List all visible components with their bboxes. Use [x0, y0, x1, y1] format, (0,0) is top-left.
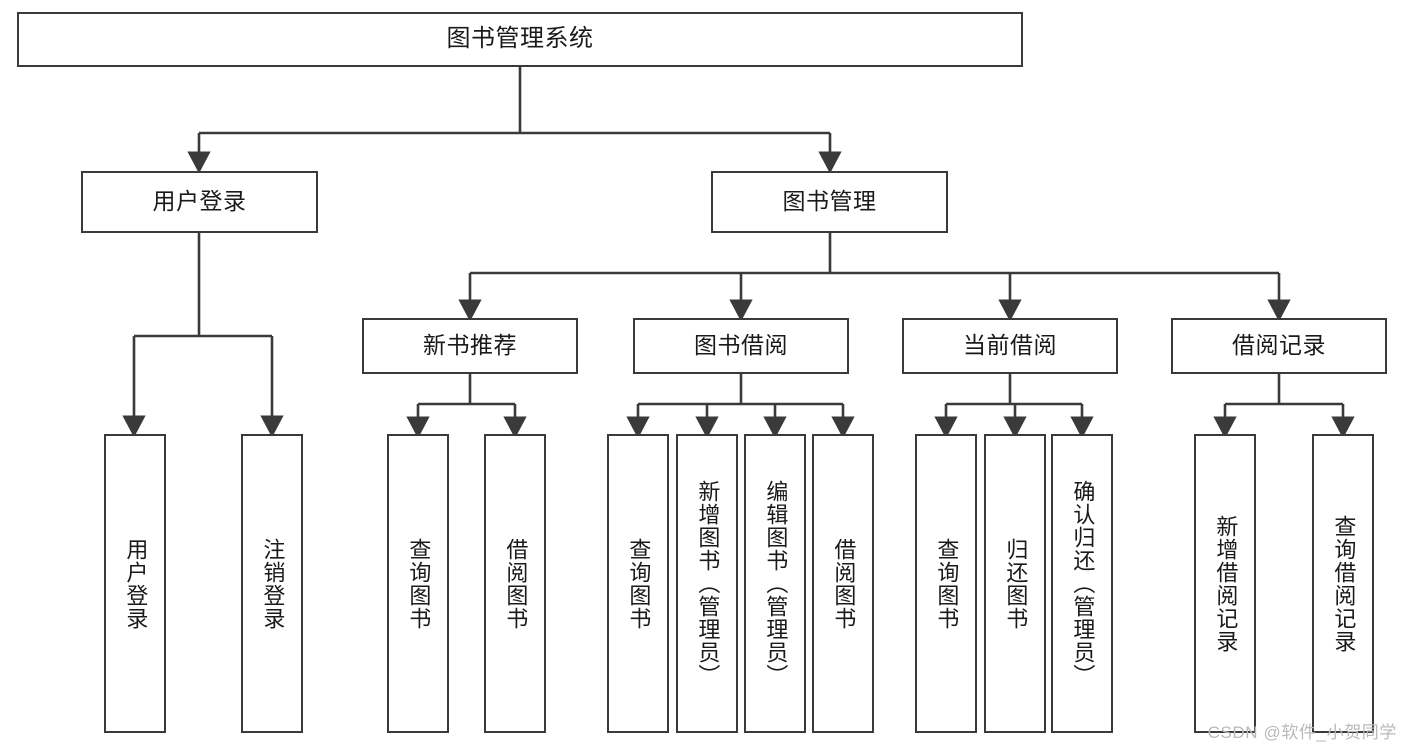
- node-leaf-borrow-book-1[interactable]: 借阅图书: [484, 434, 546, 733]
- node-label: 图书管理: [782, 188, 877, 215]
- node-label: 新增图书（管理员）: [695, 480, 721, 687]
- node-leaf-query-record[interactable]: 查询借阅记录: [1312, 434, 1374, 733]
- node-label: 查询图书: [406, 537, 432, 630]
- node-label: 新增借阅记录: [1213, 514, 1239, 653]
- node-label: 确认归还（管理员）: [1070, 480, 1096, 687]
- node-book-borrow[interactable]: 图书借阅: [633, 318, 849, 374]
- node-leaf-confirm-return[interactable]: 确认归还（管理员）: [1051, 434, 1113, 733]
- node-label: 借阅图书: [503, 537, 529, 630]
- node-label: 图书借阅: [694, 332, 788, 359]
- node-leaf-edit-book[interactable]: 编辑图书（管理员）: [744, 434, 806, 733]
- node-leaf-return-book[interactable]: 归还图书: [984, 434, 1046, 733]
- node-leaf-logout-login[interactable]: 注销登录: [241, 434, 303, 733]
- node-leaf-borrow-book-2[interactable]: 借阅图书: [812, 434, 874, 733]
- node-leaf-query-book-3[interactable]: 查询图书: [915, 434, 977, 733]
- node-leaf-query-book-1[interactable]: 查询图书: [387, 434, 449, 733]
- node-label: 用户登录: [152, 188, 247, 215]
- node-leaf-user-login[interactable]: 用户登录: [104, 434, 166, 733]
- node-label: 查询借阅记录: [1331, 514, 1357, 653]
- node-root-system[interactable]: 图书管理系统: [17, 12, 1023, 67]
- node-label: 用户登录: [123, 537, 149, 630]
- node-book-manage[interactable]: 图书管理: [711, 171, 948, 233]
- node-leaf-query-book-2[interactable]: 查询图书: [607, 434, 669, 733]
- node-label: 借阅图书: [831, 537, 857, 630]
- node-current-borrow[interactable]: 当前借阅: [902, 318, 1118, 374]
- node-label: 查询图书: [626, 537, 652, 630]
- watermark-text: CSDN @软件_小贺同学: [1207, 723, 1397, 742]
- node-user-login[interactable]: 用户登录: [81, 171, 318, 233]
- node-label: 查询图书: [934, 537, 960, 630]
- node-borrow-record[interactable]: 借阅记录: [1171, 318, 1387, 374]
- node-label: 图书管理系统: [446, 25, 594, 53]
- node-new-book-recommend[interactable]: 新书推荐: [362, 318, 578, 374]
- node-label: 编辑图书（管理员）: [763, 480, 789, 687]
- node-leaf-add-book[interactable]: 新增图书（管理员）: [676, 434, 738, 733]
- node-label: 注销登录: [260, 537, 286, 630]
- node-label: 当前借阅: [963, 332, 1057, 359]
- node-label: 借阅记录: [1232, 332, 1326, 359]
- node-label: 归还图书: [1003, 537, 1029, 630]
- node-label: 新书推荐: [423, 332, 517, 359]
- node-leaf-add-record[interactable]: 新增借阅记录: [1194, 434, 1256, 733]
